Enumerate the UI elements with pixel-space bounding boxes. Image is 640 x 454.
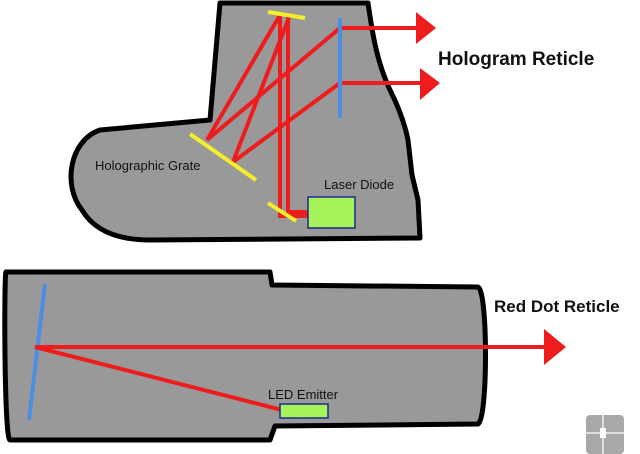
holographic-grate — [188, 132, 258, 182]
watermark-logo — [586, 415, 624, 454]
red-dot-reticle-label: Red Dot Reticle — [494, 297, 620, 316]
top-mirror — [267, 10, 306, 20]
laser-beam-paths — [205, 13, 420, 218]
led-beam-paths — [34, 345, 548, 412]
arrow-head-icon — [544, 329, 566, 365]
arrow-head-icon — [420, 68, 440, 100]
bottom-mirror — [266, 201, 298, 223]
laser-diode — [307, 196, 356, 229]
hologram-reticle-label: Hologram Reticle — [438, 49, 594, 70]
laser-diode-label: Laser Diode — [324, 177, 394, 192]
holographic-sight-housing — [68, 0, 423, 243]
arrow-head-icon — [416, 12, 436, 44]
led-emitter — [279, 403, 329, 419]
red-dot-sight-housing — [2, 269, 488, 443]
led-emitter-label: LED Emitter — [268, 387, 339, 402]
holographic-grate-label: Holographic Grate — [95, 158, 201, 173]
red-dot-window — [27, 283, 47, 421]
